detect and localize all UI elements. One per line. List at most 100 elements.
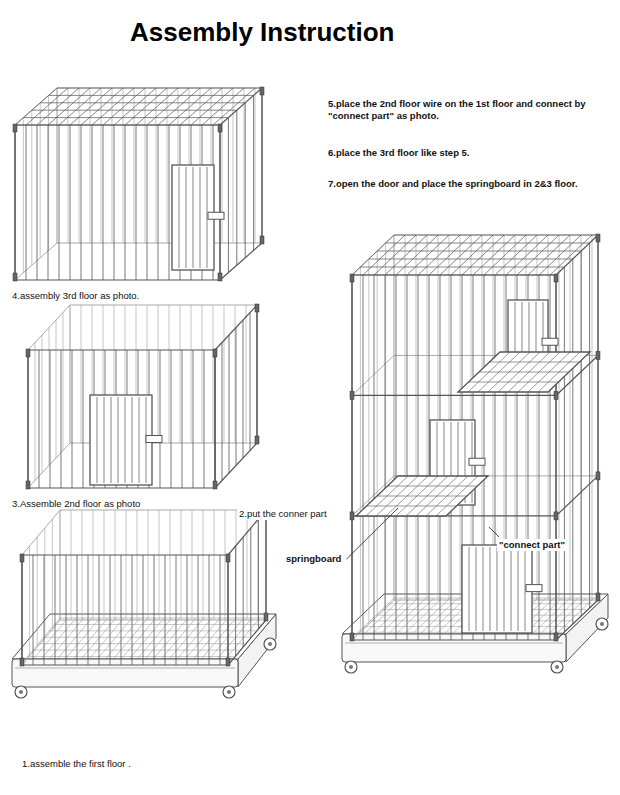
wire-bar: [165, 555, 166, 665]
wire-bar: [23, 118, 24, 273]
wire-bar: [28, 350, 29, 488]
frame-edge: [27, 350, 28, 488]
wire-bar: [258, 519, 259, 629]
wire-bar: [72, 350, 73, 488]
floor-grid: [70, 618, 108, 663]
floor-grid: [174, 618, 212, 663]
wire-bar: [169, 88, 211, 125]
wire-bar: [81, 305, 82, 443]
wire-bar: [112, 88, 113, 243]
wire-bar: [15, 125, 16, 280]
wire-bar: [31, 110, 32, 265]
floor-grid: [27, 656, 233, 657]
door-bar: [525, 547, 526, 631]
wire-rail: [60, 510, 266, 511]
wire-bar: [253, 95, 254, 250]
wire-rail: [352, 274, 556, 275]
wire-bar: [220, 555, 221, 665]
floor-grid: [38, 643, 244, 644]
wire-bar: [180, 88, 222, 125]
wire-cage: [20, 509, 268, 666]
wire-bar: [134, 88, 135, 243]
wire-bar: [528, 235, 570, 275]
wire-rail: [394, 235, 598, 236]
wire-bar: [213, 305, 214, 443]
floor-grid: [54, 618, 92, 663]
wire-bar: [35, 343, 36, 481]
door-bar: [504, 547, 505, 631]
wire-bar: [214, 510, 215, 620]
wire-bar: [229, 335, 230, 473]
floor-grid: [33, 650, 239, 651]
wire-bar: [187, 555, 188, 665]
wire-rail: [352, 639, 556, 640]
wire-bar: [180, 305, 181, 443]
frame-edge: [21, 555, 22, 665]
wheel: [15, 686, 27, 698]
wire-bar: [233, 88, 234, 243]
corner-clip: [554, 274, 558, 282]
floor-grid: [22, 618, 60, 663]
step-caption: 4.assembly 3rd floor as photo.: [12, 290, 139, 302]
frame-edge: [351, 275, 352, 640]
wire-bar: [57, 88, 262, 89]
corner-clip: [13, 124, 17, 132]
cage-door: [90, 395, 152, 485]
door-bar: [483, 547, 484, 631]
wire-bar: [156, 88, 157, 243]
wire-rail: [352, 395, 556, 396]
wire-bar: [154, 555, 155, 665]
wire-bar: [473, 235, 515, 275]
corner-clip: [218, 273, 222, 281]
wire-bar: [572, 259, 573, 624]
wire-bar: [235, 546, 236, 656]
corner-clip: [596, 351, 600, 359]
wire-bar: [556, 275, 557, 640]
springboard-wire: [367, 506, 457, 507]
wire-bar: [158, 88, 200, 125]
frame-edge: [597, 235, 598, 600]
wire-bar: [192, 510, 193, 620]
wire-bar: [581, 251, 582, 616]
wire-bar: [61, 350, 62, 488]
wire-bar: [40, 102, 245, 103]
wire-rail: [22, 510, 60, 555]
wire-bar: [193, 350, 194, 488]
wire-bar: [506, 235, 548, 275]
wire-rail: [15, 279, 220, 280]
wire-bar: [451, 275, 452, 640]
wire-bar: [114, 125, 115, 280]
wire-rail: [352, 355, 394, 395]
door-bar: [125, 397, 126, 483]
corner-clip: [20, 658, 24, 666]
frame-edge: [555, 275, 556, 640]
wire-bar: [15, 125, 220, 126]
wire-bar: [352, 275, 556, 276]
wire-bar: [145, 88, 146, 243]
floor-grid: [198, 618, 236, 663]
wire-bar: [598, 235, 599, 600]
springboard-wire: [388, 486, 478, 487]
wire-bar: [220, 125, 221, 280]
floor-grid: [86, 618, 124, 663]
wire-bar: [449, 235, 450, 600]
wire-bar: [148, 510, 149, 620]
frame-edge: [256, 305, 257, 443]
wire-bar: [243, 537, 244, 647]
wire-bar: [126, 510, 127, 620]
wire-bar: [244, 88, 245, 243]
wire-bar: [26, 88, 68, 125]
wire-bar: [49, 328, 50, 466]
wire-rail: [556, 476, 598, 516]
wire-bar: [451, 235, 493, 275]
wire-bar: [29, 546, 30, 656]
wire-bar: [60, 510, 61, 620]
wire-bar: [159, 510, 160, 620]
wire-bar: [50, 350, 51, 488]
wire-bar: [136, 88, 178, 125]
wire-bar: [66, 555, 67, 665]
corner-clip: [13, 273, 17, 281]
floor-grid: [182, 618, 220, 663]
wire-bar: [247, 510, 248, 620]
springboard-wire: [479, 372, 569, 373]
